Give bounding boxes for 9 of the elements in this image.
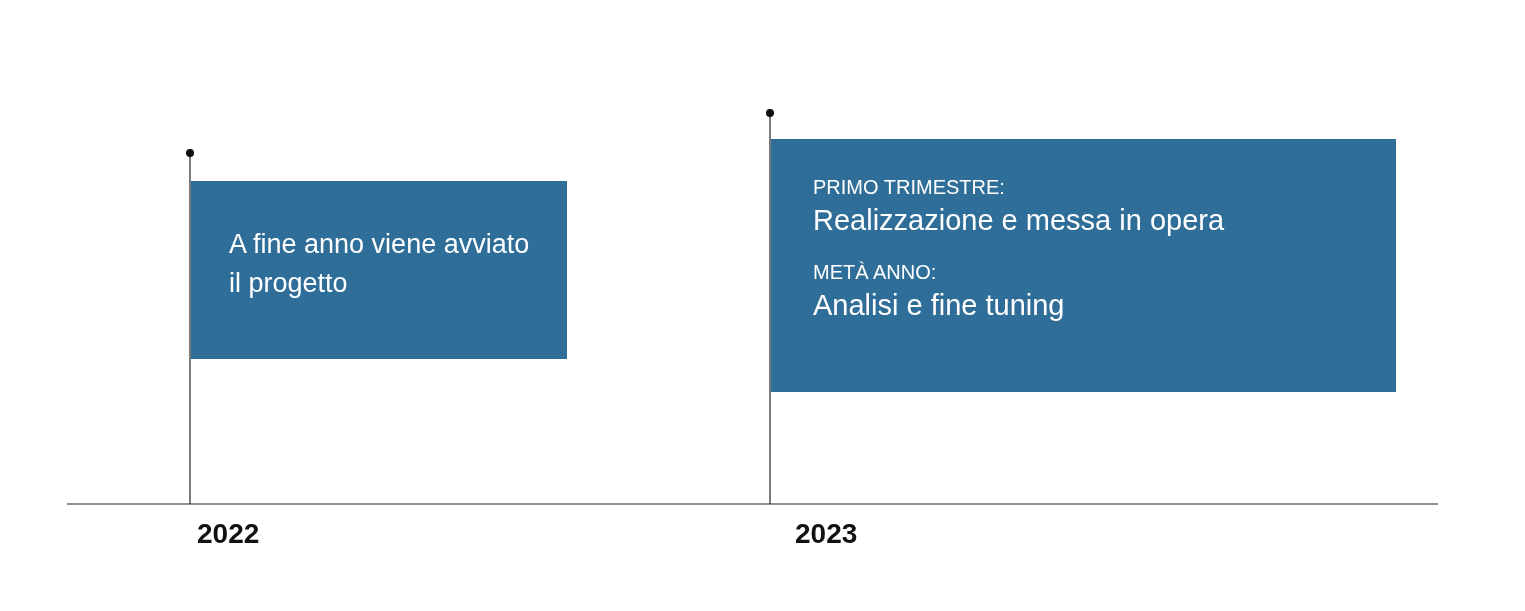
- milestone-text: Analisi e fine tuning: [813, 287, 1066, 323]
- year-label: 2023: [795, 518, 858, 550]
- milestone-period: PRIMO TRIMESTRE:: [813, 175, 1006, 199]
- milestone-text: Realizzazione e messa in opera: [813, 203, 1226, 238]
- year-label: 2022: [197, 518, 260, 550]
- milestone-text: A fine anno viene avviato il progetto: [229, 228, 531, 301]
- milestone-flag: [771, 139, 1396, 392]
- milestone-period: METÀ ANNO:: [813, 259, 938, 284]
- milestone-flag: [191, 181, 567, 359]
